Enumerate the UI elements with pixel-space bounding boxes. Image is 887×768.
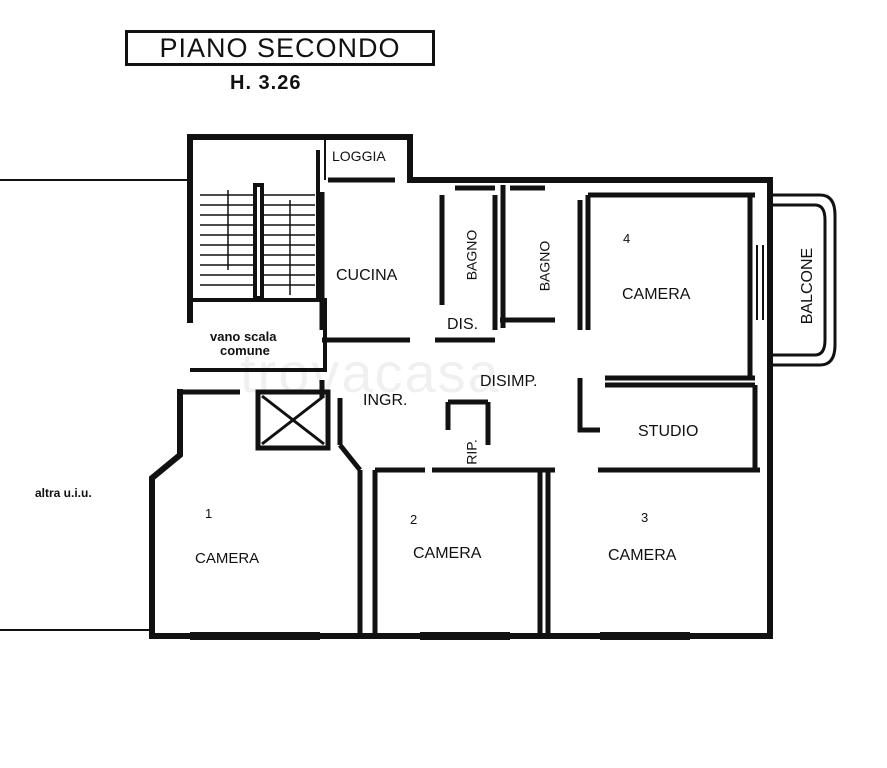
room-label-cucina: CUCINA <box>336 267 398 284</box>
room-number-3: 3 <box>641 510 649 525</box>
bagno1-walls <box>439 185 498 330</box>
room-label-studio: STUDIO <box>638 423 699 440</box>
room-number-1: 1 <box>205 506 213 521</box>
room-label-comune: comune <box>220 343 270 358</box>
room-number-2: 2 <box>410 512 418 527</box>
room-label-vano-scala: vano scala <box>210 329 277 344</box>
bagno2-walls <box>500 185 583 330</box>
plan-title: PIANO SECONDO <box>125 30 435 66</box>
outer-wall-left-lower <box>149 389 183 639</box>
loggia-outline <box>324 137 411 180</box>
camera1-walls <box>182 389 363 636</box>
stair-core <box>253 183 264 300</box>
room-label-balcone: BALCONE <box>799 247 817 325</box>
watermark: trovacasa <box>240 341 501 404</box>
room-label-ingr: INGR. <box>363 392 408 409</box>
windows <box>190 245 764 640</box>
studio-walls <box>577 378 760 473</box>
label-altra-uiu: altra u.i.u. <box>35 486 92 500</box>
room-label-rip: RIP. <box>463 439 480 465</box>
altra-uiu-outline <box>0 179 190 631</box>
lift-shaft <box>255 389 331 451</box>
room-label-disimp: DISIMP. <box>480 373 538 390</box>
room-label-dis: DIS. <box>447 316 479 333</box>
room-number-4: 4 <box>623 231 631 246</box>
stair-treads <box>200 190 315 295</box>
ceiling-height: H. 3.26 <box>230 72 302 94</box>
room-label-camera-4: CAMERA <box>622 286 691 303</box>
room-label-bagno-2: BAGNO <box>536 240 553 292</box>
room-label-loggia: LOGGIA <box>332 148 386 164</box>
ripostiglio-walls <box>432 399 555 473</box>
landing-walls <box>190 298 327 372</box>
room-label-bagno-1: BAGNO <box>463 229 480 281</box>
room-label-camera-2: CAMERA <box>413 545 482 562</box>
camera2-walls <box>372 467 543 636</box>
cucina-left-wall <box>319 192 343 445</box>
balcone-outline <box>770 193 837 367</box>
room-label-camera-3: CAMERA <box>608 547 677 564</box>
camera4-walls <box>585 192 755 381</box>
dis-walls <box>435 317 555 343</box>
room-label-camera-1: CAMERA <box>195 550 260 567</box>
